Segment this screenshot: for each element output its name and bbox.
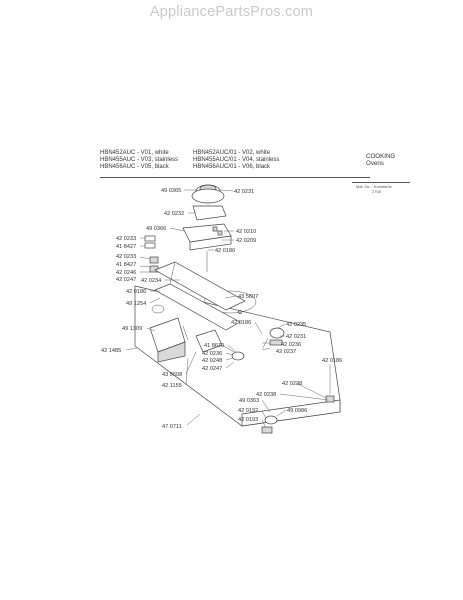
part-label: 42 0233 (116, 236, 136, 242)
part-label: 42 0233 (116, 254, 136, 260)
right-sensor (262, 327, 285, 349)
part-label: 41 8427 (116, 244, 136, 250)
part-labels: 49 0365 42 0231 42 0232 49 0366 42 0210 … (101, 188, 342, 430)
subnote-line-1: Mat.-Nr. - Konstante (356, 184, 392, 189)
main-rail (154, 261, 246, 331)
part-label: 42 0238 (256, 392, 276, 398)
part-label: 42 0247 (202, 366, 222, 372)
upper-bracket (182, 223, 232, 251)
part-label: 43 5607 (238, 294, 258, 300)
part-label: 42 0236 (281, 342, 301, 348)
part-label: 42 0210 (236, 229, 256, 235)
switch-stack (144, 235, 159, 273)
category-label: COOKING Ovens (366, 153, 395, 167)
lower-right-switches (261, 395, 335, 434)
part-label: 49 0365 (161, 188, 181, 194)
part-label: 49 1254 (126, 301, 146, 307)
model-line: HBN455AUC - V03, stainless (100, 157, 179, 164)
leader-lines (125, 189, 331, 429)
part-label: 42 0232 (164, 211, 184, 217)
part-label: 42 0231 (234, 189, 254, 195)
part-label: 42 0231 (286, 334, 306, 340)
part-label: 49 0986 (287, 408, 307, 414)
part-label: 41 8670 (204, 343, 224, 349)
part-label: 42 0235 (286, 322, 306, 328)
part-label: 42 0234 (141, 278, 161, 284)
part-label: 49 1309 (122, 326, 142, 332)
part-label: 42 1155 (162, 383, 182, 389)
part-label: 47 0711 (162, 424, 182, 430)
part-label: 42 0186 (231, 320, 251, 326)
category-subtitle: Ovens (366, 160, 384, 168)
part-label: 41 8427 (116, 262, 136, 268)
header-rule-right (352, 182, 410, 183)
part-label: 42 0186 (126, 289, 146, 295)
model-line: HBN452AUC/01 - V02, white (193, 150, 271, 156)
part-label: 42 0236 (202, 351, 222, 357)
model-line: HBN456AUC/01 - V06, black (193, 164, 271, 171)
watermark: AppliancePartsPros.com (149, 4, 314, 20)
top-knob-assembly (191, 184, 227, 221)
part-label: 49 0366 (146, 226, 166, 232)
part-label: 42 0193 (238, 417, 258, 423)
part-label: 42 0186 (322, 358, 342, 364)
part-label: 42 0238 (282, 381, 302, 387)
part-label: 49 0363 (239, 398, 259, 404)
part-label: 42 0247 (116, 277, 136, 283)
left-bracket (149, 317, 189, 363)
part-label: 42 0186 (215, 248, 235, 254)
part-label: 42 0248 (202, 358, 222, 364)
model-line: HBN452AUC - V01, white (100, 150, 169, 156)
part-label: 42 0192 (238, 408, 258, 414)
category-title: COOKING (366, 153, 396, 160)
part-label: 42 0209 (236, 238, 256, 244)
center-mechanism (195, 329, 245, 361)
model-line: HBN455AUC/01 - V04, stainless (193, 157, 280, 164)
part-label: 43 5608 (162, 372, 182, 378)
model-list-left: HBN452AUC - V01, white HBN455AUC - V03, … (100, 150, 178, 172)
part-label: 42 0246 (116, 270, 136, 276)
part-label: 42 0237 (276, 349, 296, 355)
header-rule (100, 177, 370, 178)
model-line: HBN456AUC - V05, black (100, 164, 169, 171)
subnote-line-2: 2708 (372, 189, 381, 194)
model-list-right: HBN452AUC/01 - V02, white HBN455AUC/01 -… (193, 150, 279, 172)
part-label: 42 1485 (101, 348, 121, 354)
